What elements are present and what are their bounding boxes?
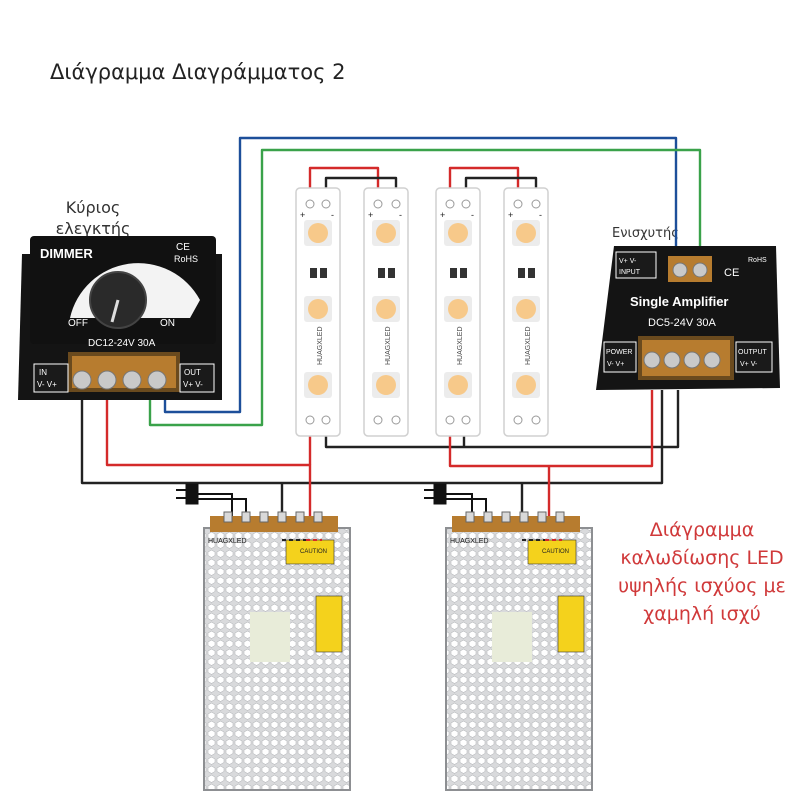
dimmer-rohs: RoHS — [174, 254, 198, 264]
led-strip-1: + - HUAGXLED — [295, 187, 341, 437]
led-strip-3: + - HUAGXLED — [435, 187, 481, 437]
amp-terminal-screws — [643, 351, 721, 369]
green-signal-wire — [148, 148, 702, 427]
power-supply-2: HUAGXLED CAUTION — [424, 483, 593, 791]
amp-ce-mark: CE — [724, 267, 739, 279]
dimmer-in-pins: V- V+ — [37, 380, 57, 389]
amp-power-pins: V- V+ — [607, 361, 624, 368]
amp-power-label: POWER — [606, 349, 632, 356]
amp-input-pins: V+ V- — [619, 258, 637, 265]
strip2-plus: + — [368, 210, 373, 220]
strip1-plus: + — [300, 210, 305, 220]
dimmer-on-label: ON — [160, 318, 175, 329]
single-amplifier: V+ V- INPUT CE RoHS Single Amplifier DC5… — [596, 246, 780, 390]
wiring-caption: Διάγραμμα καλωδίωσης LED υψηλής ισχύος μ… — [618, 519, 786, 625]
dimmer-terminal-screws — [72, 370, 167, 390]
red-wire-dimmer — [105, 392, 312, 540]
dimmer-controller: DIMMER CE RoHS OFF ON DC12-24V 30A IN V-… — [18, 236, 222, 400]
strip3-plus: + — [440, 210, 445, 220]
dimmer-in-label: IN — [39, 368, 47, 377]
red-wire-amp — [448, 390, 654, 468]
led-strip-4: + - HUAGXLED — [503, 187, 549, 437]
plug-icon-2 — [424, 483, 487, 516]
power-supply-1: HUAGXLED CAUTION — [176, 483, 351, 791]
psu2-caution: CAUTION — [542, 549, 569, 555]
amp-rating: DC5-24V 30A — [648, 317, 717, 329]
red-jumper-a — [308, 166, 380, 198]
led-strip-2: + - HUAGXLED — [363, 187, 409, 437]
dimmer-out-label: OUT — [184, 368, 201, 377]
strip1-minus: - — [331, 210, 334, 220]
strip3-minus: - — [471, 210, 474, 220]
amp-rohs: RoHS — [748, 257, 767, 264]
strip2-brand: HUAGXLED — [385, 326, 392, 365]
strip2-minus: - — [399, 210, 402, 220]
dimmer-off-label: OFF — [68, 318, 88, 329]
amp-output-label: OUTPUT — [738, 349, 768, 356]
strip4-plus: + — [508, 210, 513, 220]
main-controller-label: Κύριος ελεγκτής — [55, 198, 131, 238]
diagram-title: Διάγραμμα Διαγράμματος 2 — [50, 60, 346, 84]
strip4-minus: - — [539, 210, 542, 220]
dimmer-name: DIMMER — [40, 246, 93, 261]
strip4-brand: HUAGXLED — [525, 326, 532, 365]
dimmer-out-pins: V+ V- — [183, 380, 203, 389]
psu1-brand: HUAGXLED — [208, 538, 247, 545]
amp-input-label: INPUT — [619, 269, 641, 276]
blue-signal-wire — [163, 136, 678, 414]
red-jumper-b — [448, 166, 520, 198]
black-wire-psu1 — [80, 390, 664, 485]
amp-output-pins: V+ V- — [740, 361, 758, 368]
amp-name: Single Amplifier — [630, 294, 728, 309]
strip1-brand: HUAGXLED — [317, 326, 324, 365]
dimmer-rating: DC12-24V 30A — [88, 338, 156, 349]
psu2-brand: HUAGXLED — [450, 538, 489, 545]
strip3-brand: HUAGXLED — [457, 326, 464, 365]
dimmer-ce-mark: CE — [176, 242, 190, 253]
plug-icon-1 — [176, 483, 247, 516]
psu1-caution: CAUTION — [300, 549, 327, 555]
amplifier-label: Ενισχυτής — [612, 226, 679, 241]
